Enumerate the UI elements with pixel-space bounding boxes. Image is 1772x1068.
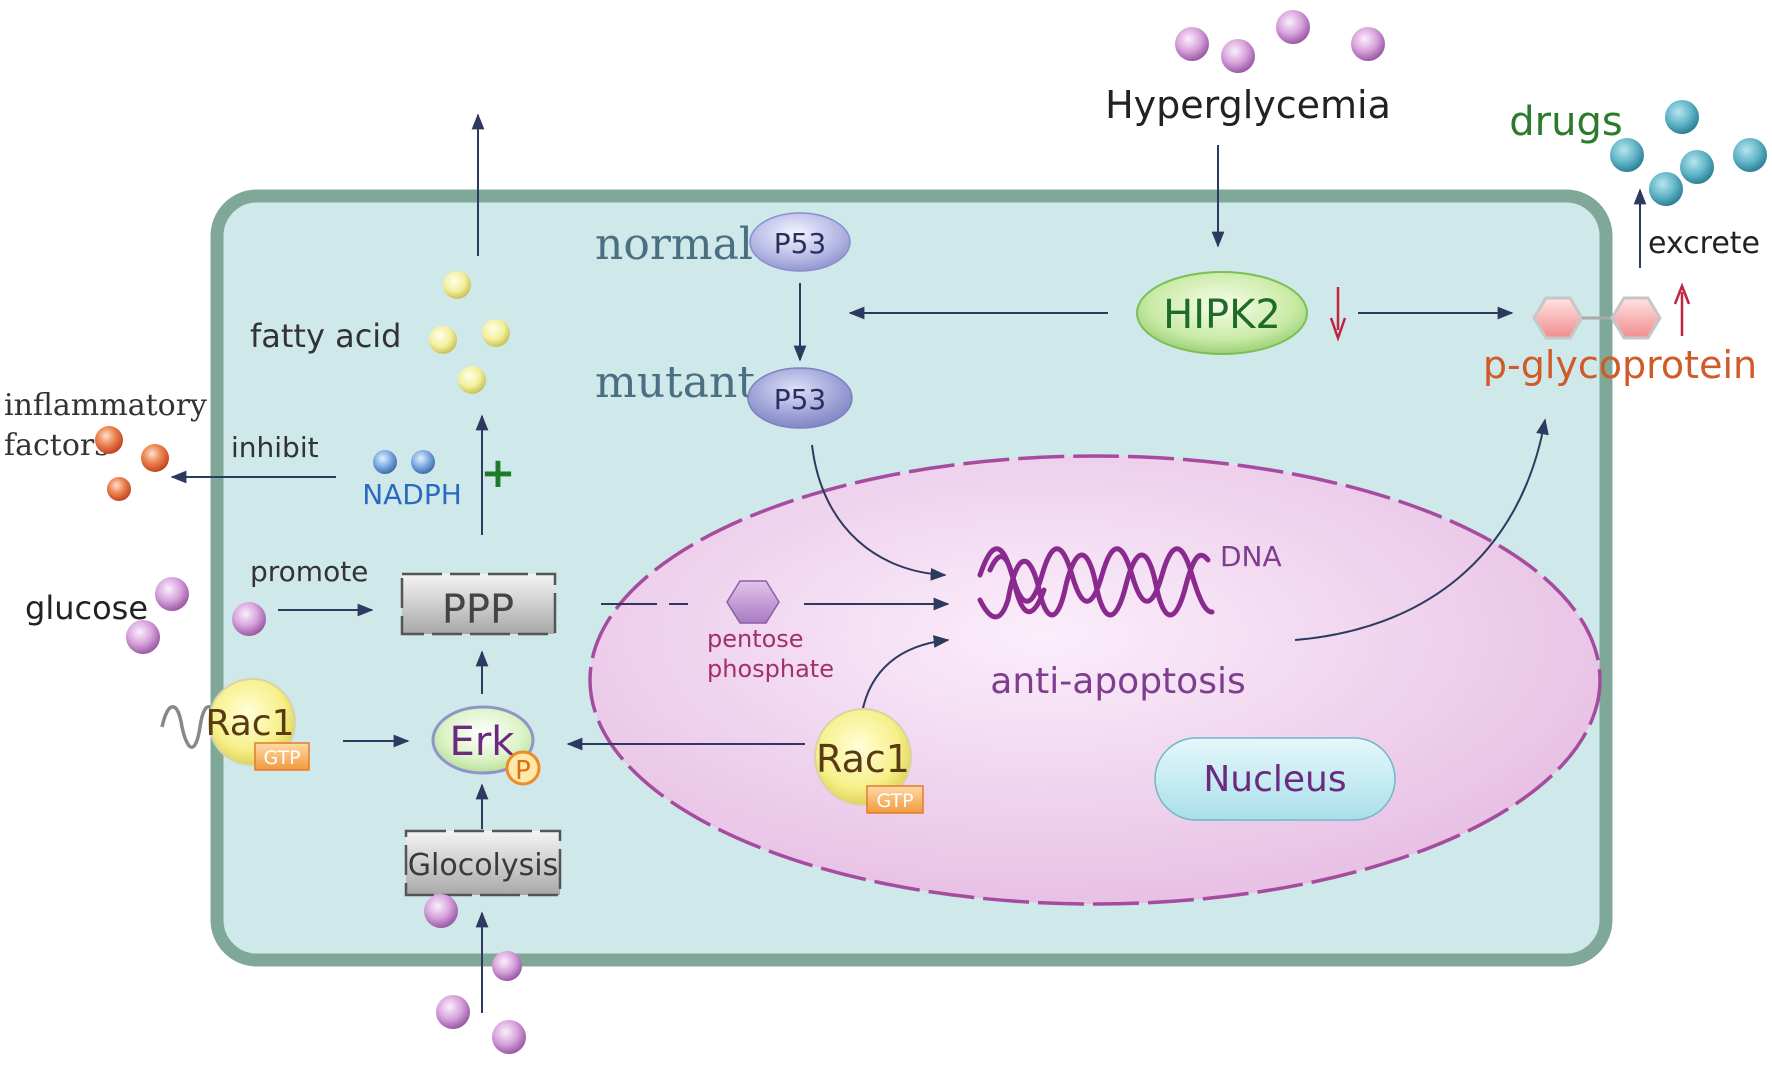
erk-label: Erk [450, 719, 516, 765]
drug-particle [1665, 100, 1699, 134]
inflammatory-particle [107, 477, 131, 501]
nadph-particle [411, 450, 435, 474]
drug-particle [1649, 172, 1683, 206]
gtp-left-badge: GTP [254, 742, 310, 771]
mutant-label: mutant [595, 357, 755, 408]
phospho-badge: P [505, 750, 541, 786]
rac1-right-node: Rac1 [814, 708, 912, 806]
fatty-acid-label: fatty acid [250, 317, 401, 355]
membrane-anchor-wave [160, 705, 222, 749]
drug-particle [1680, 150, 1714, 184]
fatty-acid-particles [429, 271, 510, 394]
pentose-label-line1: pentose [707, 625, 804, 653]
glycolysis-box: Glocolysis [404, 829, 562, 897]
p53-mutant-label: P53 [774, 383, 827, 416]
dna-helix [977, 546, 1215, 620]
p53-normal-label: P53 [774, 227, 827, 260]
hipk2-down-arrow [1329, 287, 1347, 342]
arrow-rac1-right-to-dna [861, 635, 950, 714]
gtp-right-badge: GTP [866, 785, 924, 814]
glucose-particle [1276, 10, 1310, 44]
inhibit-label: inhibit [231, 431, 319, 464]
erk-node: Erk [431, 705, 535, 775]
inflammatory-particles [95, 426, 169, 501]
dna-label: DNA [1220, 540, 1282, 573]
ppp-box: PPP [400, 572, 557, 636]
pglycoprotein-label: p-glycoprotein [1483, 343, 1757, 387]
nadph-particle [373, 450, 397, 474]
plus-sign: + [480, 448, 515, 497]
fatty-acid-particle [482, 319, 510, 347]
anti-apoptosis-label: anti-apoptosis [990, 661, 1245, 702]
p53-normal-node: P53 [749, 212, 851, 272]
glucose-particle [424, 894, 458, 928]
fatty-acid-particle [443, 271, 471, 299]
pentose-label-line2: phosphate [707, 655, 834, 683]
drug-particles [1610, 100, 1767, 206]
pentose-phosphate-icon [726, 580, 780, 624]
glucose-particle [126, 620, 160, 654]
hipk2-label: HIPK2 [1163, 292, 1281, 338]
nadph-particles [373, 450, 435, 474]
glucose-particle [155, 577, 189, 611]
arrow-apoptosis-to-pglycoprotein [1294, 418, 1549, 641]
fatty-acid-particle [429, 326, 457, 354]
drugs-label: drugs [1509, 99, 1622, 145]
phospho-label: P [515, 756, 531, 786]
gtp-right-label: GTP [876, 790, 913, 812]
hyperglycemia-label: Hyperglycemia [1105, 83, 1391, 127]
glucose-particle [232, 602, 266, 636]
fatty-acid-particle [458, 366, 486, 394]
inflammatory-particle [141, 444, 169, 472]
glucose-particle [1175, 27, 1209, 61]
hipk2-node: HIPK2 [1136, 271, 1308, 355]
nadph-label: NADPH [362, 478, 462, 511]
glucose-particle [1351, 27, 1385, 61]
normal-label: normal [595, 219, 753, 270]
inflammatory-particle [95, 426, 123, 454]
drug-particle [1610, 138, 1644, 172]
excrete-label: excrete [1648, 226, 1760, 261]
inflammatory-label-line2: factors [4, 428, 110, 463]
glucose-particles-bottom [424, 894, 526, 1054]
glucose-particle [1221, 39, 1255, 73]
gtp-left-label: GTP [263, 747, 300, 769]
rac1-left-label: Rac1 [206, 703, 295, 744]
glucose-particle [492, 951, 522, 981]
drug-particle [1733, 138, 1767, 172]
glucose-particle [492, 1020, 526, 1054]
promote-label: promote [250, 555, 368, 588]
hyperglycemia-glucose-particles [1175, 10, 1385, 73]
ppp-label: PPP [442, 587, 514, 633]
nucleus-label: Nucleus [1203, 759, 1346, 800]
rac1-right-label: Rac1 [816, 737, 910, 781]
p53-mutant-node: P53 [747, 367, 853, 429]
pglycoprotein-icon [1532, 296, 1662, 340]
glucose-label: glucose [25, 589, 148, 627]
nucleus-badge: Nucleus [1154, 737, 1396, 821]
inflammatory-label-line1: inflammatory [4, 388, 207, 423]
glucose-particles-left [126, 577, 266, 654]
arrow-p53-mutant-to-dna [811, 444, 947, 581]
glycolysis-label: Glocolysis [408, 848, 558, 883]
pglycoprotein-up-arrow [1673, 282, 1691, 336]
glucose-particle [436, 995, 470, 1029]
